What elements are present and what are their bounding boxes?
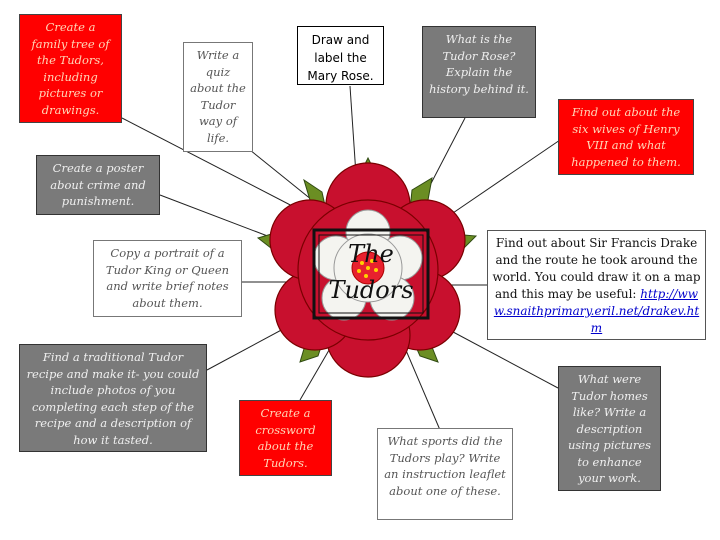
task-tudor-rose: What is the Tudor Rose? Explain the hist… xyxy=(422,26,536,118)
task-family-tree: Create a family tree of the Tudors, incl… xyxy=(19,14,122,123)
task-six-wives: Find out about the six wives of Henry VI… xyxy=(558,99,694,175)
task-quiz: Write a quiz about the Tudor way of life… xyxy=(183,42,253,152)
task-crime-poster: Create a poster about crime and punishme… xyxy=(36,155,160,215)
task-recipe: Find a traditional Tudor recipe and make… xyxy=(19,344,207,452)
drake-link[interactable]: http://www.snaithprimary.eril.net/drakev… xyxy=(493,287,700,335)
center-title-line1: The xyxy=(348,240,394,268)
task-crossword: Create a crossword about the Tudors. xyxy=(239,400,332,476)
center-title-line2: Tudors xyxy=(328,276,413,304)
title-frame xyxy=(312,228,430,320)
task-sports: What sports did the Tudors play? Write a… xyxy=(377,428,513,520)
task-drake: Find out about Sir Francis Drake and the… xyxy=(487,230,706,340)
task-mary-rose: Draw and label the Mary Rose. xyxy=(297,26,384,85)
task-homes: What were Tudor homes like? Write a desc… xyxy=(558,366,661,491)
task-portrait: Copy a portrait of a Tudor King or Queen… xyxy=(93,240,242,317)
drake-text: Find out about Sir Francis Drake and the… xyxy=(492,236,701,301)
